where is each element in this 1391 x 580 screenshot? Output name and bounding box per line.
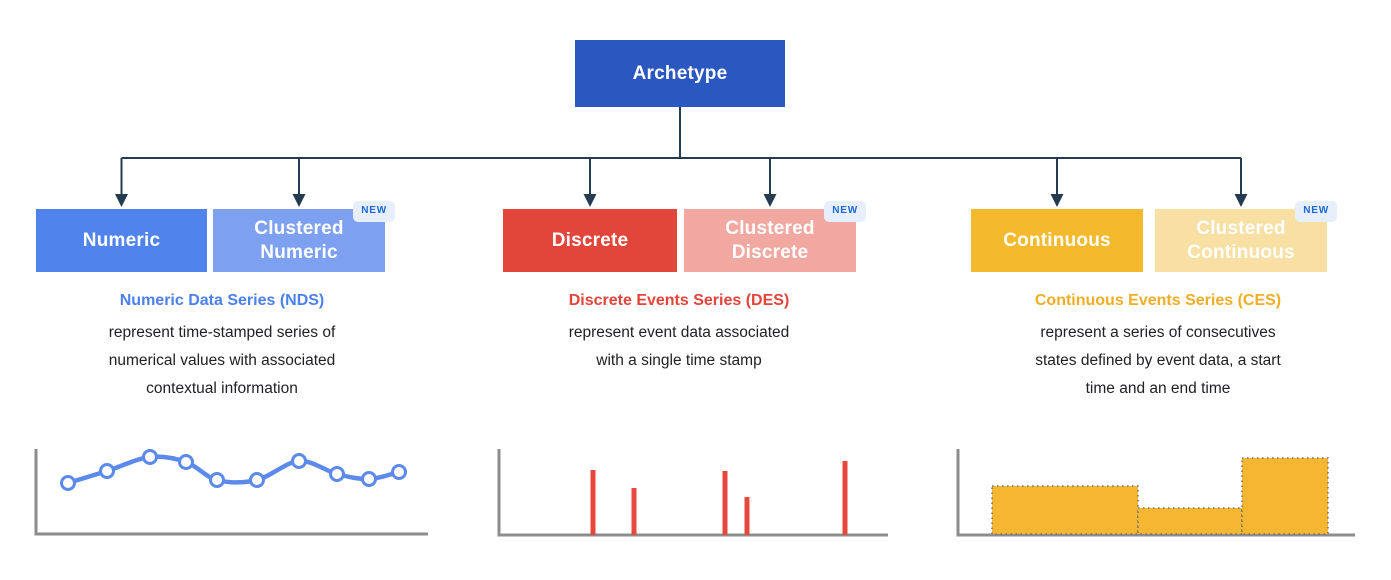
description-line: contextual information bbox=[146, 380, 298, 397]
connector-lines bbox=[120, 107, 1242, 195]
clustered-discrete-label-line2: Discrete bbox=[731, 241, 809, 263]
description-line: states defined by event data, a start bbox=[1035, 352, 1281, 369]
numeric-line-chart bbox=[34, 449, 428, 536]
clustered-numeric-label-line2: Numeric bbox=[260, 241, 338, 263]
discrete-description-block: Discrete Events Series (DES) represent e… bbox=[499, 290, 859, 375]
new-badge: NEW bbox=[824, 201, 866, 222]
description-line: represent a series of consecutives bbox=[1040, 324, 1276, 341]
continuous-description-block: Continuous Events Series (CES) represent… bbox=[978, 290, 1338, 403]
arrowhead-icon bbox=[115, 194, 128, 207]
clustered-numeric-label-line1: Clustered bbox=[254, 217, 344, 239]
arrowhead-icon bbox=[292, 194, 306, 207]
continuous-step-chart bbox=[956, 449, 1355, 537]
clustered-discrete-label-line1: Clustered bbox=[725, 217, 815, 239]
arrowhead-icon bbox=[583, 194, 597, 207]
description-line: numerical values with associated bbox=[108, 352, 336, 369]
continuous-box-label: Continuous bbox=[1003, 229, 1111, 251]
clustered-continuous-box: Clustered Continuous NEW bbox=[1155, 201, 1337, 272]
clustered-continuous-label-line1: Clustered bbox=[1196, 217, 1286, 239]
discrete-box-label: Discrete bbox=[551, 229, 629, 251]
archetype-root-label: Archetype bbox=[632, 62, 728, 84]
arrowhead-icon bbox=[1234, 194, 1248, 207]
description-line: represent time-stamped series of bbox=[108, 324, 336, 341]
description-line: with a single time stamp bbox=[596, 352, 762, 369]
numeric-box: Numeric bbox=[36, 209, 207, 272]
numeric-box-label: Numeric bbox=[82, 229, 161, 251]
clustered-continuous-label-line2: Continuous bbox=[1187, 241, 1295, 263]
chart-axes bbox=[497, 449, 888, 537]
clustered-numeric-label: Clustered Numeric bbox=[254, 217, 343, 265]
new-badge: NEW bbox=[353, 201, 395, 222]
chart-axes bbox=[34, 449, 428, 536]
archetype-root-box: Archetype bbox=[575, 40, 785, 107]
arrowhead-icon bbox=[763, 194, 777, 207]
continuous-series-title: Continuous Events Series (CES) bbox=[1034, 292, 1282, 309]
discrete-series-title: Discrete Events Series (DES) bbox=[568, 292, 790, 309]
arrowheads bbox=[115, 194, 1248, 207]
discrete-spike-chart bbox=[497, 449, 888, 537]
numeric-description-block: Numeric Data Series (NDS) represent time… bbox=[42, 290, 402, 403]
discrete-box: Discrete bbox=[503, 209, 677, 272]
clustered-numeric-box: Clustered Numeric NEW bbox=[213, 201, 395, 272]
clustered-discrete-box: Clustered Discrete NEW bbox=[684, 201, 866, 272]
continuous-box: Continuous bbox=[971, 209, 1143, 272]
numeric-series-title: Numeric Data Series (NDS) bbox=[119, 292, 325, 309]
description-line: time and an end time bbox=[1085, 380, 1231, 397]
arrowhead-icon bbox=[1050, 194, 1064, 207]
chart-axes bbox=[956, 449, 1355, 537]
description-line: represent event data associated bbox=[568, 324, 790, 341]
new-badge: NEW bbox=[1295, 201, 1337, 222]
clustered-continuous-label: Clustered Continuous bbox=[1187, 217, 1295, 265]
clustered-discrete-label: Clustered Discrete bbox=[725, 217, 814, 265]
